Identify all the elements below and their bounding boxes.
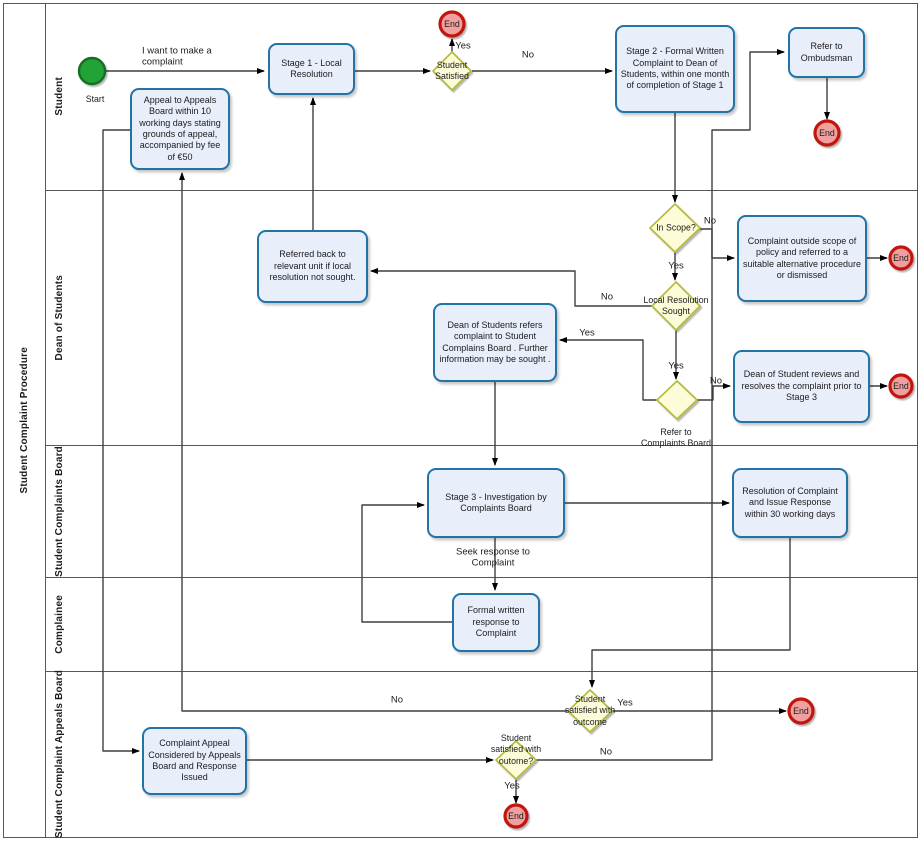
edge-label-yes: Yes [504,780,520,792]
end-event-label: End [893,381,909,391]
start-event [77,56,107,86]
task-resolution: Resolution of Complaint and Issue Respon… [732,468,848,538]
end-event-outside-scope [888,245,914,271]
lane-divider [45,577,918,578]
end-event-dean-reviews [888,373,914,399]
task-stage3: Stage 3 - Investigation by Complaints Bo… [427,468,565,538]
end-event-label: End [819,128,835,138]
end-event-label: End [793,706,809,716]
decision-in-scope [648,202,702,254]
decision-label-outcome1: Student satisfied with outcome [564,694,616,727]
task-refer-ombudsman: Refer to Ombudsman [788,27,865,78]
edge-inscope-no-to-outside-scope [700,228,735,261]
task-dean-reviews: Dean of Student reviews and resolves the… [733,350,870,423]
lane-divider [45,445,918,446]
end-event-label: End [444,19,460,29]
end-event-satisfied [438,10,466,38]
pool-border [3,3,918,838]
edge-label-seek-response: Seek response to Complaint [456,546,530,569]
task-appeal-to-appeals-board: Appeal to Appeals Board within 10 workin… [130,88,230,170]
edge-label-no: No [390,694,404,706]
edge-label-no: No [703,215,717,227]
edge-resolution-to-outcome1 [589,538,791,688]
edge-refer-board-no-to-dean-reviews [697,383,731,401]
decision-refer-complaints-board [655,379,699,421]
start-event-label: Start [85,94,105,104]
decision-label-refer-board: Refer to Complaints Board [641,426,711,448]
lane-divider [45,671,918,672]
decision-label-in-scope: In Scope? [656,222,696,233]
edge-label-no: No [521,49,535,61]
edge-label-yes: Yes [668,260,684,272]
task-stage1: Stage 1 - Local Resolution [268,43,355,95]
edge-outcome1-no-to-appeal [179,172,568,712]
decision-local-resolution-sought [650,280,702,332]
edge-label-no: No [709,375,723,387]
edge-label-no: No [599,746,613,758]
end-event-outcome1 [787,697,815,725]
edge-appeal-to-appeal-considered [102,129,140,754]
edge-local-resolution-no-to-referred-back [370,268,652,307]
edge-refer-board-yes-to-dean-refers [559,337,657,401]
decision-label-local-resolution: Local Resolution Sought [643,294,709,316]
lane-divider [45,190,918,191]
edge-label-yes: Yes [617,697,633,709]
task-stage2: Stage 2 - Formal Written Complaint to De… [615,25,735,113]
task-outside-scope: Complaint outside scope of policy and re… [737,215,867,302]
edge-label-make-complaint: I want to make a complaint [142,45,212,68]
task-dean-refers: Dean of Students refers complaint to Stu… [433,303,557,382]
edge-label-yes: Yes [668,360,684,372]
edge-label-no: No [600,291,614,303]
end-event-label: End [893,253,909,263]
decision-outcome1 [566,688,614,734]
task-appeal-considered: Complaint Appeal Considered by Appeals B… [142,727,247,795]
decision-outcome2 [494,739,538,781]
decision-student-satisfied [431,50,473,92]
decision-label-student-satisfied: Student Satisfied [435,59,469,81]
edge-label-yes: Yes [455,40,471,52]
pool-title-divider [45,3,46,838]
end-event-label: End [508,811,524,821]
edge-outcome2-no-to-ombudsman [536,49,785,761]
decision-label-outcome2: Student satisfied with outome? [490,733,542,766]
task-formal-response: Formal written response to Complaint [452,593,540,652]
edge-label-yes: Yes [579,327,595,339]
edge-formal-response-to-stage3 [361,502,452,623]
end-event-outcome2 [503,803,529,829]
end-event-ombudsman [813,119,841,147]
task-referred-back: Referred back to relevant unit if local … [257,230,368,303]
